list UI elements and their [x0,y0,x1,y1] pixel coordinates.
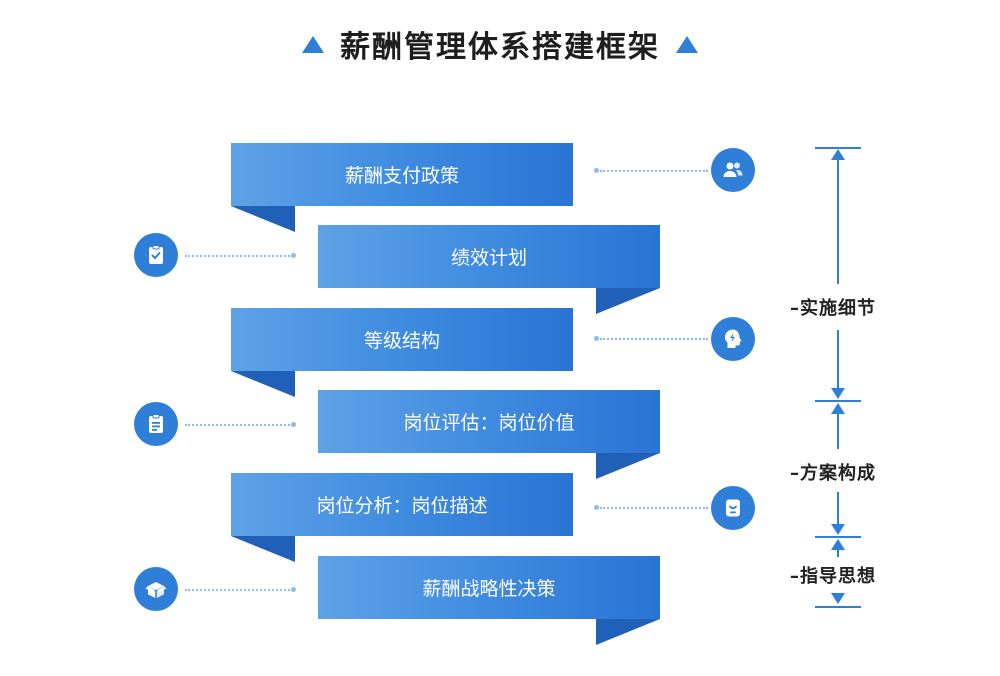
connector-line [185,255,293,257]
head-lightning-icon [711,317,755,361]
arrow-up-icon [831,539,845,550]
clipboard-list-icon [134,402,178,446]
scale-line [837,158,839,284]
connector-dot [291,422,296,427]
scale-label-guiding: –指导思想 [790,566,876,587]
step-grade-structure: 等级结构 [231,308,573,371]
connector-dot [291,253,296,258]
ribbon-fold [596,619,660,645]
arrow-up-icon [831,149,845,160]
connector-dot [594,168,599,173]
step-label: 等级结构 [363,330,440,352]
scale-tick [815,147,861,149]
step-pay-policy: 薪酬支付政策 [231,143,573,206]
step-label: 薪酬战略性决策 [422,578,556,600]
scale-tick [815,400,861,402]
ribbon-fold [231,206,295,232]
clipboard-check-icon [134,233,178,277]
connector-dot [594,336,599,341]
step-label: 薪酬支付政策 [344,165,459,187]
connector-line [600,507,708,509]
page-title: 薪酬管理体系搭建框架 [340,30,660,65]
triangle-left-icon [302,35,324,53]
scale-label-plan: –方案构成 [790,463,876,484]
scale-line [837,330,839,388]
step-label: 绩效计划 [450,247,527,269]
page-title-row: 薪酬管理体系搭建框架 [0,22,1000,66]
ribbon-fold [596,288,660,314]
arrow-up-icon [831,403,845,414]
step-job-evaluation: 岗位评估：岗位价值 [318,390,660,453]
step-performance-plan: 绩效计划 [318,225,660,288]
connector-line [600,170,708,172]
open-box-icon [134,567,178,611]
step-job-analysis: 岗位分析：岗位描述 [231,473,573,536]
connector-line [185,589,293,591]
ribbon-fold [596,453,660,479]
scale-tick [815,606,861,608]
scale-line [837,549,839,557]
connector-dot [291,587,296,592]
connector-dot [594,505,599,510]
scale-tick [815,536,861,538]
arrow-down-icon [831,593,845,604]
arrow-down-icon [831,388,845,399]
ribbon-fold [231,371,295,397]
step-label: 岗位评估：岗位价值 [403,412,575,434]
ribbon-fold [231,536,295,562]
connector-line [185,424,293,426]
step-label: 岗位分析：岗位描述 [316,495,488,517]
connector-line [600,338,708,340]
scale-line [837,413,839,449]
triangle-right-icon [676,35,698,53]
badge-face-icon [711,486,755,530]
scale-line [837,492,839,524]
arrow-down-icon [831,524,845,535]
users-icon [711,148,755,192]
step-strategic-decision: 薪酬战略性决策 [318,556,660,619]
scale-label-implementation: –实施细节 [790,298,876,319]
